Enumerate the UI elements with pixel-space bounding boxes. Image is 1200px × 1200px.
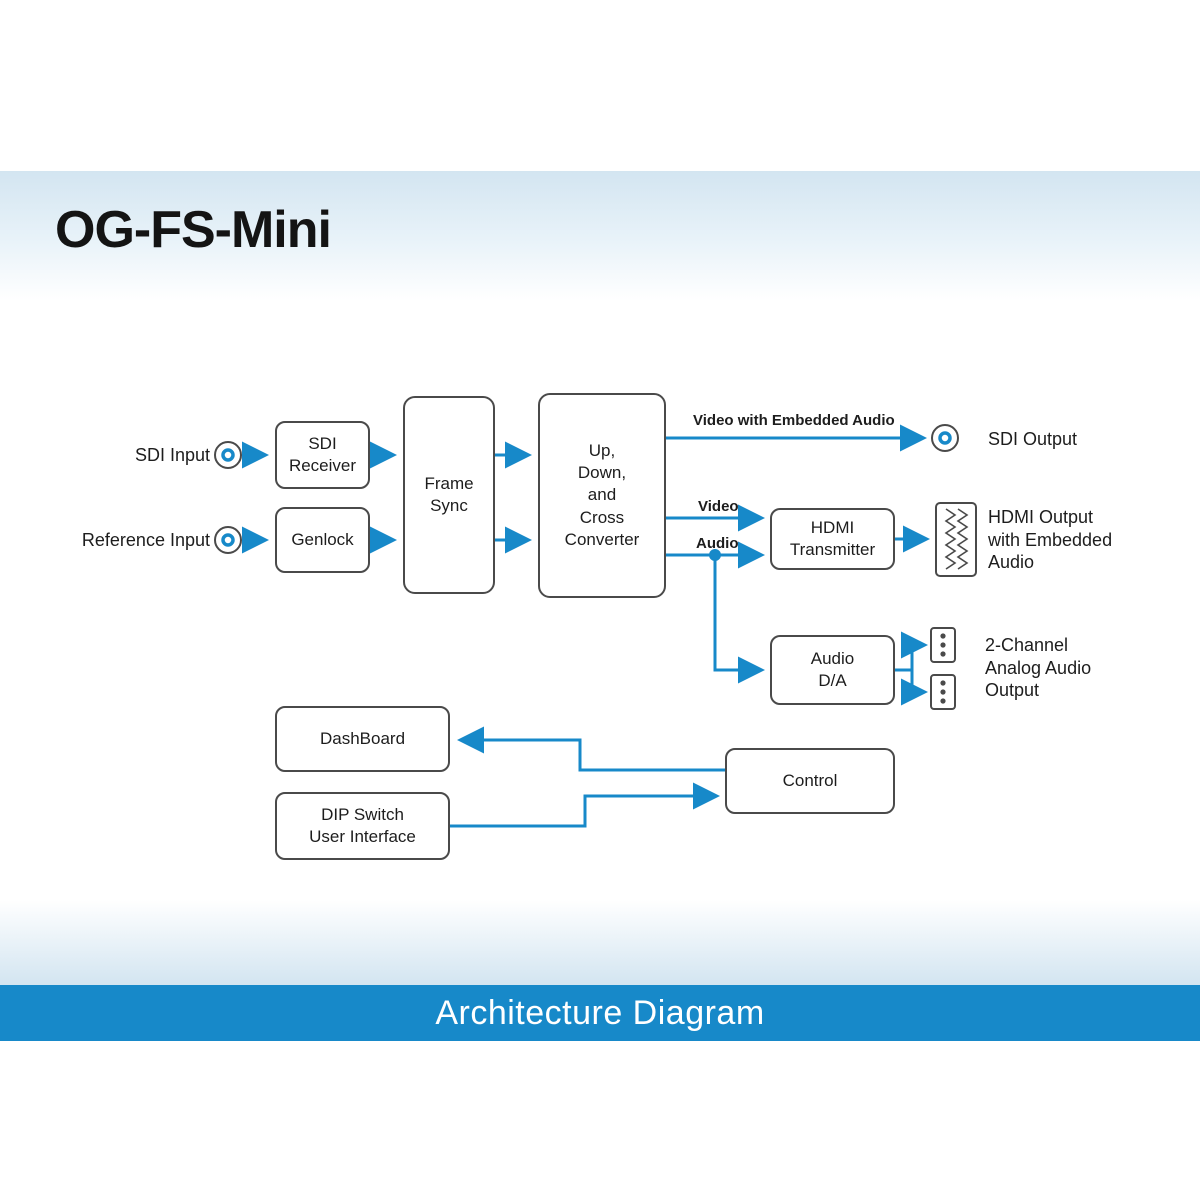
block-control: Control — [725, 748, 895, 814]
block-audio-da: Audio D/A — [770, 635, 895, 705]
block-hdmi-transmitter: HDMI Transmitter — [770, 508, 895, 570]
footer-fade-band — [0, 900, 1200, 985]
footer-bar: Architecture Diagram — [0, 985, 1200, 1041]
audio-junction-dot — [709, 549, 721, 561]
sdi-output-connector-icon — [931, 424, 959, 452]
label-analog-audio-output: 2-Channel Analog Audio Output — [985, 635, 1092, 700]
label-video-with-embedded-audio: Video with Embedded Audio — [693, 412, 895, 429]
reference-input-connector-icon — [214, 526, 242, 554]
hdmi-connector-icon — [935, 502, 977, 577]
label-sdi-output: SDI Output — [988, 429, 1078, 449]
footer-title: Architecture Diagram — [435, 993, 765, 1032]
label-reference-input: Reference Input — [81, 530, 210, 550]
label-video: Video — [698, 498, 739, 515]
block-genlock: Genlock — [275, 507, 370, 573]
analog-audio-connector-1-icon — [930, 627, 956, 663]
label-audio: Audio — [696, 535, 739, 552]
block-up-down-cross-converter: Up, Down, and Cross Converter — [538, 393, 666, 598]
sdi-input-connector-icon — [214, 441, 242, 469]
block-frame-sync: Frame Sync — [403, 396, 495, 594]
analog-audio-connector-2-icon — [930, 674, 956, 710]
page-title: OG-FS-Mini — [55, 201, 332, 259]
header-band — [0, 171, 1200, 301]
block-sdi-receiver: SDI Receiver — [275, 421, 370, 489]
label-hdmi-output: HDMI Output with Embedded Audio — [988, 507, 1113, 572]
label-sdi-input: SDI Input — [134, 445, 210, 465]
block-dashboard: DashBoard — [275, 706, 450, 772]
block-dip-switch-user-interface: DIP Switch User Interface — [275, 792, 450, 860]
signal-wires — [242, 424, 930, 828]
